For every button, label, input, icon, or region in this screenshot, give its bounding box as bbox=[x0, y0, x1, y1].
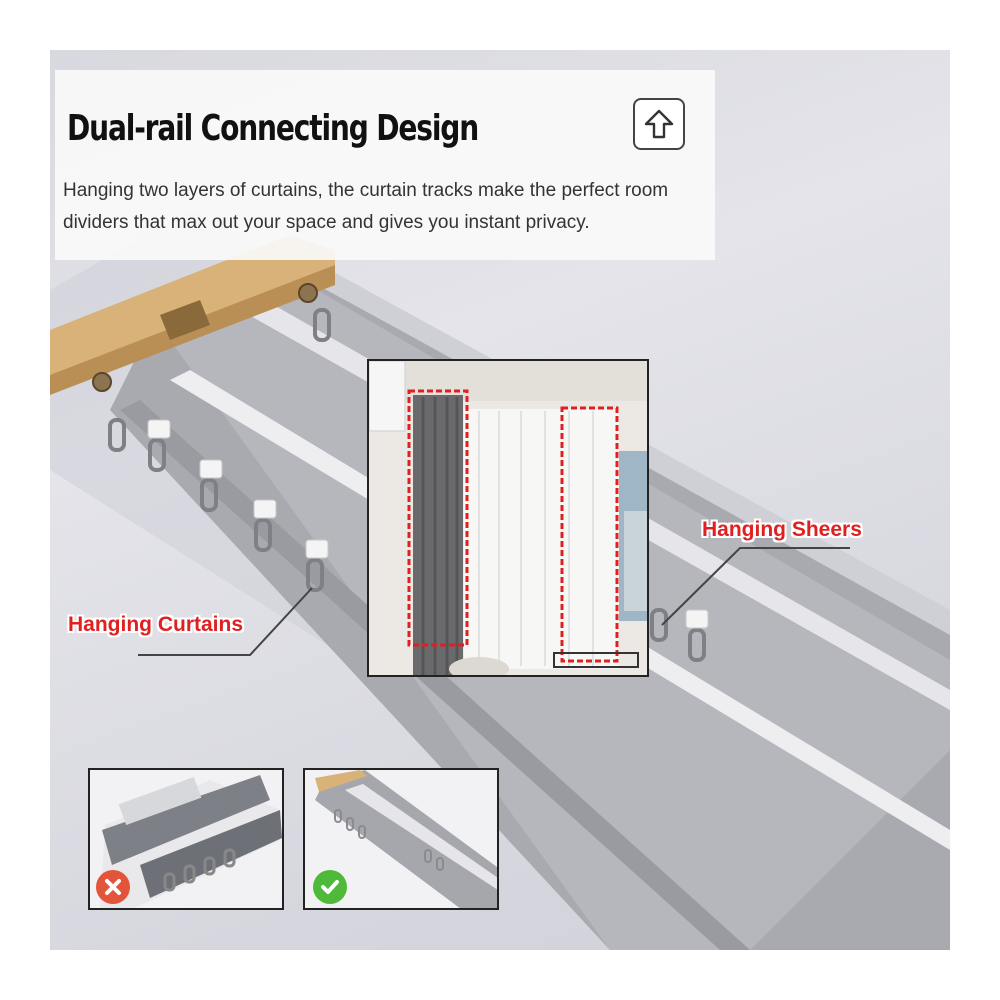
split-rail-drawing bbox=[100, 775, 282, 908]
curtain-photo-drawing bbox=[369, 361, 647, 675]
cross-icon-glyph bbox=[105, 879, 121, 895]
hanging-sheers-label: Hanging Sheers bbox=[702, 518, 862, 541]
hanging-curtains-label: Hanging Curtains bbox=[68, 613, 244, 636]
check-icon-glyph bbox=[321, 880, 339, 894]
dual-rail-drawing bbox=[315, 770, 497, 908]
wrong-installation-inset bbox=[88, 768, 284, 910]
correct-installation-inset bbox=[303, 768, 499, 910]
header-panel bbox=[55, 70, 715, 260]
product-scene: Dual-rail Connecting Design Hanging two … bbox=[50, 50, 950, 950]
curtain-photo bbox=[367, 359, 649, 677]
description-text: Hanging two layers of curtains, the curt… bbox=[63, 180, 669, 233]
cross-icon bbox=[96, 870, 130, 904]
up-arrow-icon[interactable] bbox=[633, 98, 685, 150]
page-title: Dual-rail Connecting Design bbox=[67, 108, 479, 149]
check-icon bbox=[313, 870, 347, 904]
up-arrow-icon-glyph bbox=[644, 109, 674, 139]
